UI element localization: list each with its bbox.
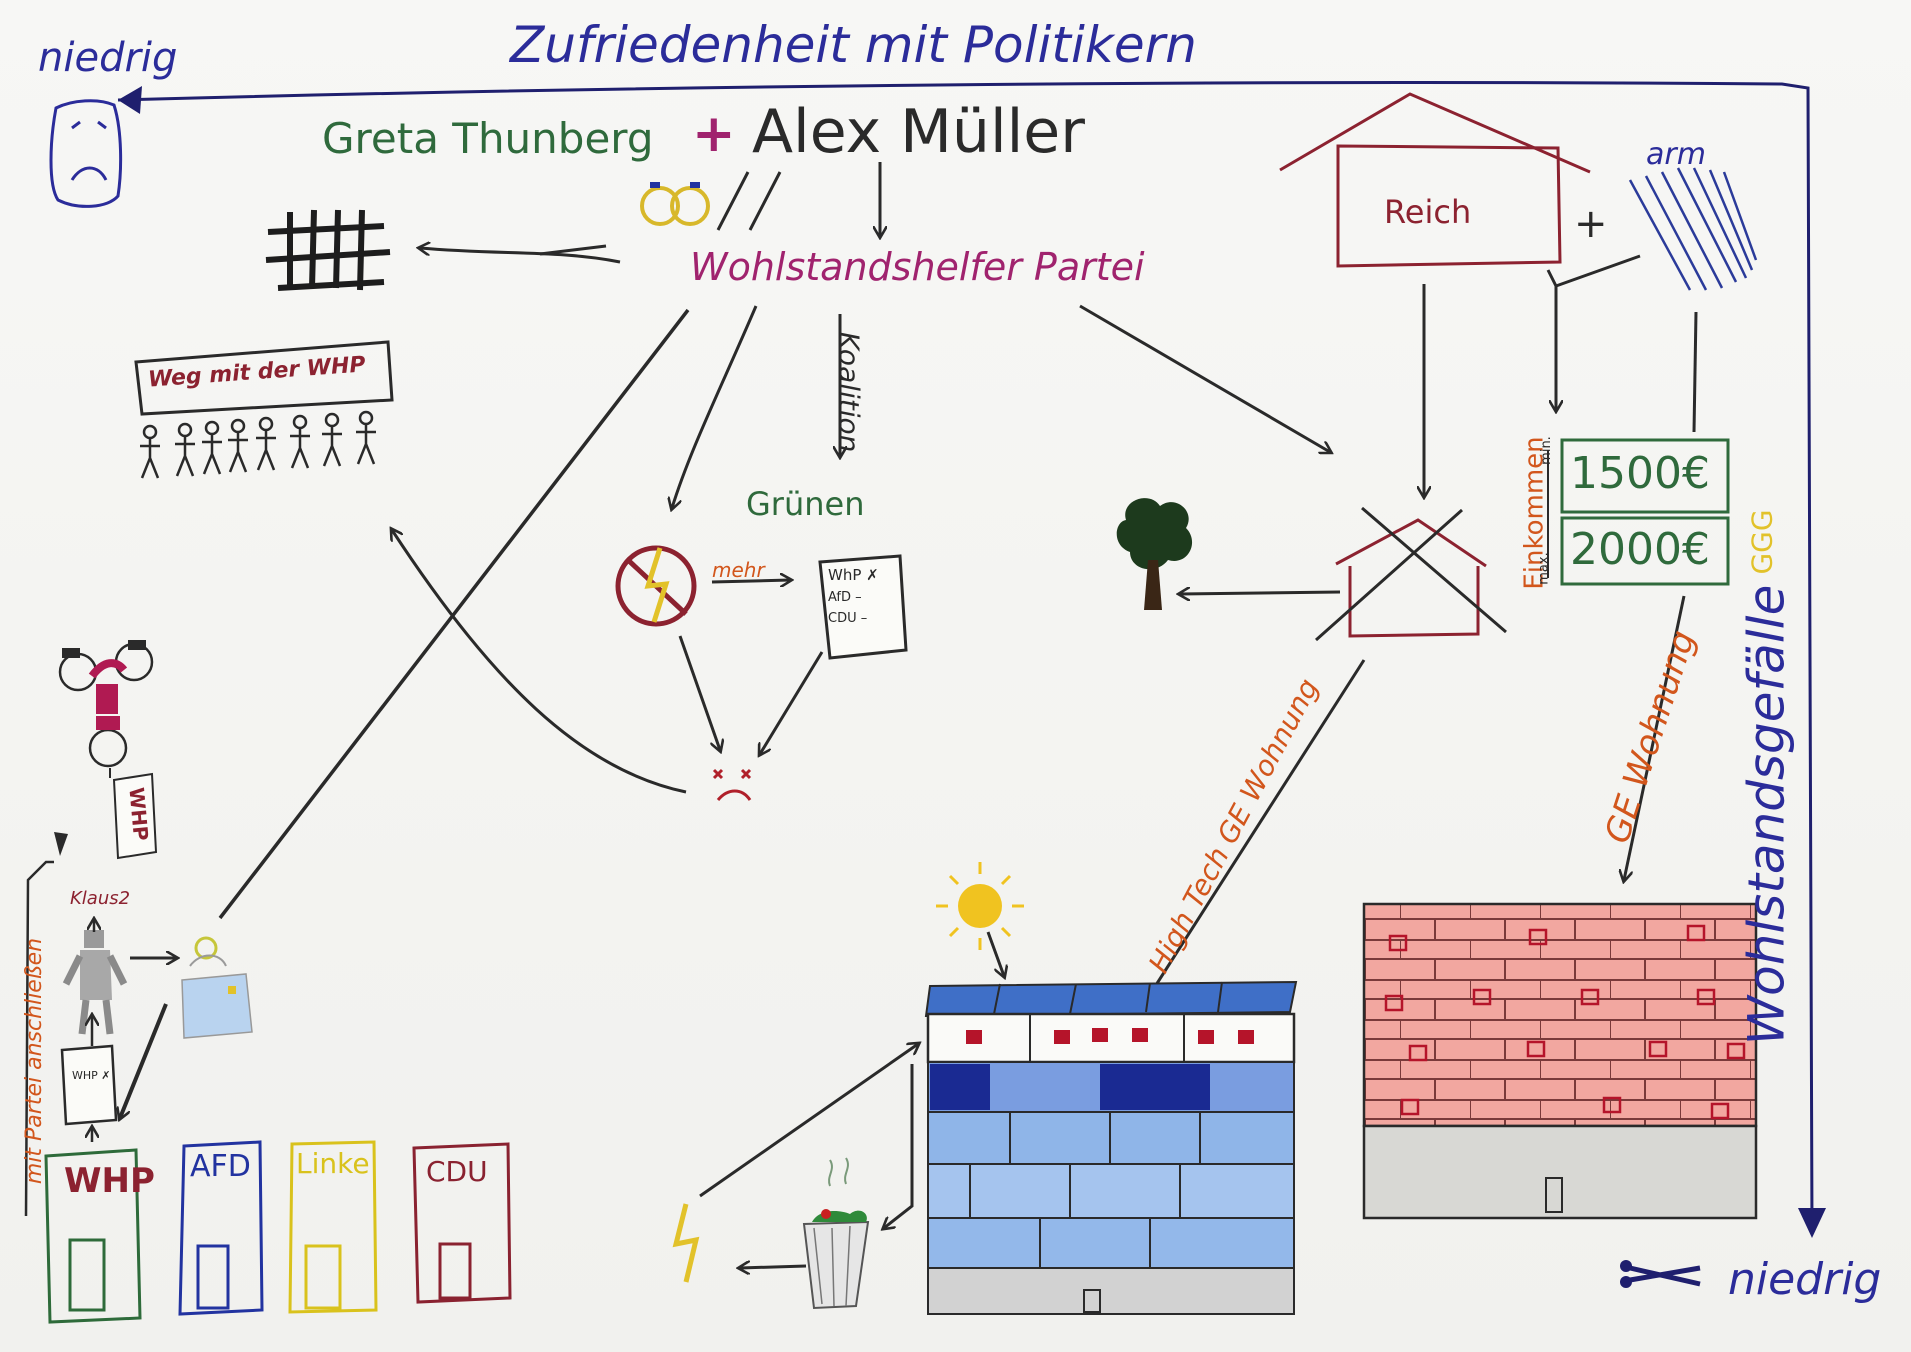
party-label-whp: WHP	[64, 1161, 155, 1201]
ballot-line: WhP ✗	[828, 566, 879, 584]
crowd-icon	[134, 340, 394, 479]
right-axis-label: Wohlstandsgefälle	[1737, 584, 1796, 1046]
corner-label-top-left: niedrig	[38, 35, 178, 81]
trash-bin-icon	[802, 1157, 870, 1310]
figure-icon	[62, 930, 128, 1035]
einkommen-max: max.	[1536, 552, 1552, 585]
name-greta: Greta Thunberg	[322, 114, 654, 163]
koalition-label: Koalition	[832, 331, 866, 453]
gruenen-label: Grünen	[746, 485, 865, 523]
party-building-linke	[288, 1140, 378, 1314]
ballot-icon	[818, 554, 908, 660]
whp-sign	[109, 768, 158, 860]
income-high: 2000€	[1570, 524, 1710, 575]
einkommen-min: min.	[1538, 436, 1554, 465]
ballot-line: CDU –	[828, 611, 868, 626]
whp-sign-text: WHP	[124, 786, 154, 842]
no-energy-icon	[615, 545, 697, 627]
plus-sign: +	[692, 104, 736, 164]
crossed-house-icon	[1315, 506, 1507, 642]
anschliessen-label: mit Partei anschließen	[22, 937, 48, 1185]
party-buildings	[44, 1140, 512, 1324]
house-plus: +	[1574, 201, 1608, 247]
party-label-afd: AFD	[190, 1149, 251, 1184]
diagram-title: Zufriedenheit mit Politikern	[510, 16, 1197, 74]
house-label-arm: arm	[1646, 137, 1706, 172]
house-label-reich: Reich	[1384, 193, 1472, 231]
rich-house-icon	[1279, 92, 1591, 268]
mehr-label: mehr	[712, 558, 765, 582]
sun-icon	[936, 862, 1024, 950]
axis-top-line	[117, 81, 1814, 1231]
rings-icon	[640, 182, 710, 226]
axis-top-arrowhead	[118, 86, 142, 114]
party-label-linke: Linke	[296, 1147, 370, 1180]
document-icon	[60, 1044, 118, 1126]
sad-face-icon	[49, 99, 123, 208]
axis-right-arrowhead	[1798, 1208, 1826, 1238]
robot-icon	[58, 640, 154, 768]
angry-face-icon	[712, 768, 752, 802]
high-tech-building	[924, 980, 1298, 1315]
party-building-cdu	[412, 1142, 512, 1304]
income-low: 1500€	[1570, 448, 1710, 499]
doc-mark: WHP ✗	[72, 1069, 111, 1082]
ballot-lines: WhP ✗ AfD – CDU –	[828, 566, 879, 626]
corner-label-bottom-right: niedrig	[1728, 1254, 1882, 1305]
tree-icon	[1116, 498, 1193, 610]
income-boxes	[1547, 438, 1730, 586]
brick-building	[1362, 902, 1758, 1220]
rain-icon	[1628, 167, 1758, 291]
klaus-label: Klaus2	[70, 888, 131, 909]
party-label-cdu: CDU	[426, 1155, 488, 1188]
prison-bars-icon	[265, 209, 391, 291]
party-building-afd	[178, 1140, 264, 1316]
scissors-icon	[1620, 1260, 1701, 1288]
solar-panel-icon	[181, 936, 253, 1039]
lightning-icon	[672, 1203, 700, 1283]
name-alex: Alex Müller	[752, 97, 1085, 167]
ggg-label: GGG	[1745, 509, 1779, 575]
party-building-whp	[44, 1148, 142, 1324]
ballot-line: AfD –	[828, 590, 862, 605]
party-main-label: Wohlstandshelfer Partei	[690, 245, 1145, 289]
